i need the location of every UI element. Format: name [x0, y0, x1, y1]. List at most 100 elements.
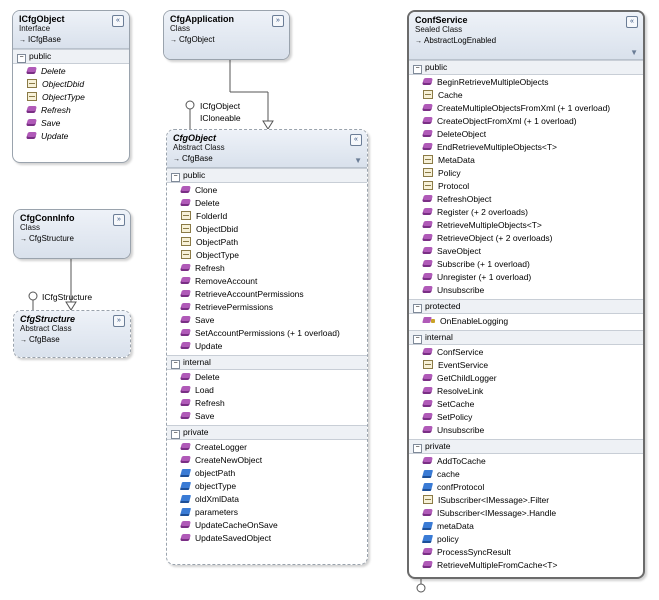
section-header-internal[interactable]: −internal	[167, 355, 367, 370]
member-item[interactable]: Refresh	[167, 262, 367, 275]
cfgstructure-type-box[interactable]: CfgStructure Abstract Class →CfgBase »	[13, 310, 131, 358]
member-item[interactable]: Policy	[409, 167, 643, 180]
member-item[interactable]: CreateLogger	[167, 441, 367, 454]
member-item[interactable]: Register (+ 2 overloads)	[409, 206, 643, 219]
member-item[interactable]: Cache	[409, 89, 643, 102]
member-item[interactable]: GetChildLogger	[409, 372, 643, 385]
member-item[interactable]: ObjectPath	[167, 236, 367, 249]
section-header-private[interactable]: −private	[167, 425, 367, 440]
member-item[interactable]: FolderId	[167, 210, 367, 223]
member-item[interactable]: ResolveLink	[409, 385, 643, 398]
member-item[interactable]: AddToCache	[409, 455, 643, 468]
member-item[interactable]: CreateNewObject	[167, 454, 367, 467]
member-item[interactable]: EndRetrieveMultipleObjects<T>	[409, 141, 643, 154]
member-item[interactable]: EventService	[409, 359, 643, 372]
member-item[interactable]: Unregister (+ 1 overload)	[409, 271, 643, 284]
member-item[interactable]: objectType	[167, 480, 367, 493]
member-item[interactable]: RetrieveMultipleObjects<T>	[409, 219, 643, 232]
method-icon	[422, 195, 433, 203]
member-item[interactable]: SetAccountPermissions (+ 1 overload)	[167, 327, 367, 340]
filter-icon[interactable]: ▼	[354, 156, 362, 165]
member-item[interactable]: ConfService	[409, 346, 643, 359]
section-toggle-icon[interactable]: −	[413, 444, 422, 453]
section-toggle-icon[interactable]: −	[171, 173, 180, 182]
member-item[interactable]: RetrievePermissions	[167, 301, 367, 314]
member-item[interactable]: ISubscriber<IMessage>.Filter	[409, 494, 643, 507]
member-item[interactable]: Update	[167, 340, 367, 353]
member-item[interactable]: MetaData	[409, 154, 643, 167]
member-item[interactable]: Update	[13, 130, 129, 143]
member-item[interactable]: ProcessSyncResult	[409, 546, 643, 559]
member-item[interactable]: Unsubscribe	[409, 424, 643, 437]
member-item[interactable]: metaData	[409, 520, 643, 533]
section-header-public[interactable]: −public	[409, 60, 643, 75]
member-item[interactable]: ObjectType	[13, 91, 129, 104]
cfgconninfo-type-box[interactable]: CfgConnInfo Class →CfgStructure »	[13, 209, 131, 259]
section-header-public[interactable]: −public	[167, 168, 367, 183]
icfgobject-type-box[interactable]: ICfgObject Interface →ICfgBase « −public…	[12, 10, 130, 163]
member-item[interactable]: policy	[409, 533, 643, 546]
expand-icon[interactable]: »	[113, 315, 125, 327]
field-icon	[179, 468, 192, 477]
expand-icon[interactable]: »	[113, 214, 125, 226]
member-item[interactable]: Delete	[167, 371, 367, 384]
member-item[interactable]: cache	[409, 468, 643, 481]
section-toggle-icon[interactable]: −	[413, 65, 422, 74]
member-item[interactable]: SetPolicy	[409, 411, 643, 424]
filter-icon[interactable]: ▼	[630, 48, 638, 57]
member-item[interactable]: SaveObject	[409, 245, 643, 258]
member-item[interactable]: Unsubscribe	[409, 284, 643, 297]
member-item[interactable]: Clone	[167, 184, 367, 197]
section-header-protected[interactable]: −protected	[409, 299, 643, 314]
member-item[interactable]: BeginRetrieveMultipleObjects	[409, 76, 643, 89]
member-item[interactable]: DeleteObject	[409, 128, 643, 141]
section-toggle-icon[interactable]: −	[171, 360, 180, 369]
member-item[interactable]: Save	[13, 117, 129, 130]
section-header-internal[interactable]: −internal	[409, 330, 643, 345]
member-item[interactable]: UpdateCacheOnSave	[167, 519, 367, 532]
member-item[interactable]: Save	[167, 314, 367, 327]
property-icon	[181, 211, 191, 221]
member-item[interactable]: RemoveAccount	[167, 275, 367, 288]
member-item[interactable]: Load	[167, 384, 367, 397]
section-toggle-icon[interactable]: −	[413, 335, 422, 344]
member-item[interactable]: objectPath	[167, 467, 367, 480]
collapse-icon[interactable]: «	[350, 134, 362, 146]
cfgobject-type-box[interactable]: CfgObject Abstract Class →CfgBase « ▼ −p…	[166, 129, 368, 565]
member-item[interactable]: Refresh	[13, 104, 129, 117]
member-item[interactable]: oldXmlData	[167, 493, 367, 506]
member-item[interactable]: SetCache	[409, 398, 643, 411]
member-item[interactable]: Delete	[167, 197, 367, 210]
expand-icon[interactable]: »	[272, 15, 284, 27]
member-item[interactable]: RetrieveAccountPermissions	[167, 288, 367, 301]
member-item[interactable]: Save	[167, 410, 367, 423]
member-item[interactable]: RetrieveMultipleFromCache<T>	[409, 559, 643, 572]
member-item[interactable]: ObjectDbid	[13, 78, 129, 91]
section-header-private[interactable]: −private	[409, 439, 643, 454]
section-toggle-icon[interactable]: −	[413, 304, 422, 313]
cfgapplication-type-box[interactable]: CfgApplication Class →CfgObject »	[163, 10, 290, 60]
member-item[interactable]: Subscribe (+ 1 overload)	[409, 258, 643, 271]
member-item[interactable]: confProtocol	[409, 481, 643, 494]
member-item[interactable]: Delete	[13, 65, 129, 78]
member-item[interactable]: CreateObjectFromXml (+ 1 overload)	[409, 115, 643, 128]
type-name: ConfService	[415, 15, 468, 25]
section-toggle-icon[interactable]: −	[17, 54, 26, 63]
confservice-type-box[interactable]: ConfService Sealed Class →AbstractLogEna…	[407, 10, 645, 579]
member-item[interactable]: parameters	[167, 506, 367, 519]
member-item[interactable]: RefreshObject	[409, 193, 643, 206]
member-item[interactable]: RetrieveObject (+ 2 overloads)	[409, 232, 643, 245]
member-label: Refresh	[195, 263, 225, 273]
section-toggle-icon[interactable]: −	[171, 430, 180, 439]
collapse-icon[interactable]: «	[626, 16, 638, 28]
member-item[interactable]: CreateMultipleObjectsFromXml (+ 1 overlo…	[409, 102, 643, 115]
collapse-icon[interactable]: «	[112, 15, 124, 27]
member-item[interactable]: OnEnableLogging	[409, 315, 643, 328]
member-item[interactable]: Protocol	[409, 180, 643, 193]
member-item[interactable]: ISubscriber<IMessage>.Handle	[409, 507, 643, 520]
member-item[interactable]: UpdateSavedObject	[167, 532, 367, 545]
member-item[interactable]: ObjectType	[167, 249, 367, 262]
member-item[interactable]: ObjectDbid	[167, 223, 367, 236]
section-header-public[interactable]: −public	[13, 49, 129, 64]
member-item[interactable]: Refresh	[167, 397, 367, 410]
